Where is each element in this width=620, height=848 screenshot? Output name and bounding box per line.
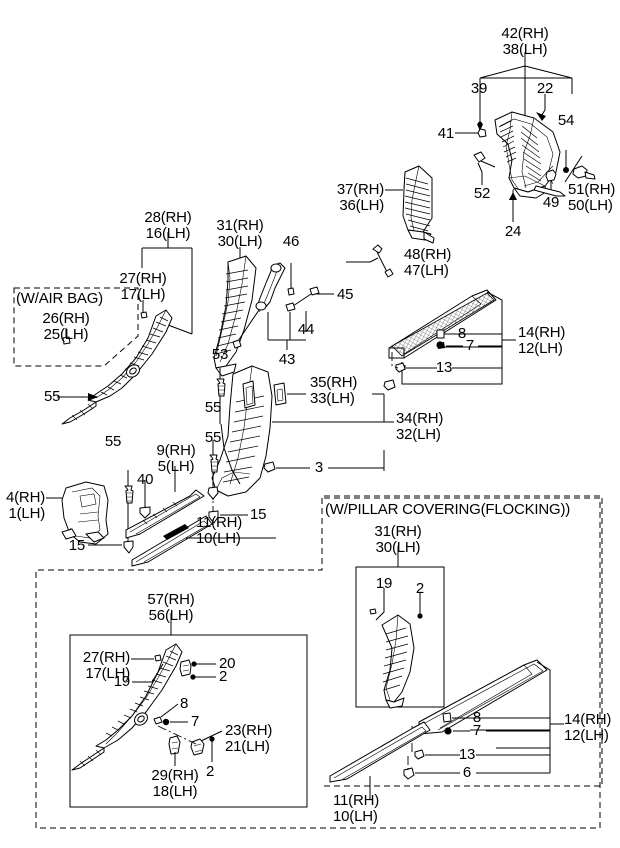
callout-35-33: 35(RH) 33(LH)	[310, 374, 358, 407]
assembly-42-38-leaders	[455, 52, 583, 222]
part-48-47-bolt	[346, 244, 394, 278]
callout-23-21: 23(RH) 21(LH)	[225, 722, 273, 755]
part-9-5-scuff-plate	[125, 466, 205, 539]
callout-2-b: 2	[206, 763, 215, 780]
callout-52: 52	[473, 185, 491, 202]
callout-8-bot: 8	[472, 709, 482, 726]
part-11-10-scuff-plate	[131, 515, 276, 567]
callout-22: 22	[536, 80, 554, 97]
note-air-bag: (W/AIR BAG)	[16, 290, 103, 307]
callout-2-a: 2	[219, 668, 228, 685]
part-34-32-pillar-trim-lower	[207, 365, 394, 524]
callout-11-10-bot: 11(RH) 10(LH)	[333, 792, 380, 825]
callout-9-5: 9(RH) 5(LH)	[156, 442, 196, 475]
callout-44: 44	[297, 321, 315, 338]
callout-34-32: 34(RH) 32(LH)	[396, 410, 444, 443]
part-14-12-scuff-plate	[383, 289, 516, 391]
callout-28-16: 28(RH) 16(LH)	[144, 209, 192, 242]
callout-13-bot: 13	[458, 746, 476, 763]
callout-55-d: 55	[204, 429, 222, 446]
callout-43: 43	[278, 351, 296, 368]
callout-20: 20	[219, 655, 236, 672]
callout-27-17-box: 27(RH) 17(LH)	[82, 649, 130, 682]
callout-27-17-top: 27(RH) 17(LH)	[119, 270, 167, 303]
callout-15-a: 15	[68, 537, 86, 554]
callout-19-box: 19	[113, 673, 131, 690]
callout-26-25: 26(RH) 25(LH)	[42, 310, 90, 343]
air-bag-note-box	[13, 287, 139, 367]
callout-7-top: 7	[465, 337, 475, 354]
callout-7-bot: 7	[472, 722, 482, 739]
callout-8-box: 8	[180, 695, 189, 712]
callout-6-bot: 6	[462, 764, 472, 781]
callout-45: 45	[337, 286, 354, 303]
left-region-dashed-border	[35, 497, 601, 829]
callout-41: 41	[437, 125, 455, 142]
callout-49: 49	[542, 194, 560, 211]
part-31-30-pillar-trim-upper	[213, 247, 334, 377]
callout-48-47: 48(RH) 47(LH)	[404, 246, 452, 279]
callout-37-36: 37(RH) 36(LH)	[336, 181, 384, 214]
callout-19-bot: 19	[375, 575, 393, 592]
callout-57-56: 57(RH) 56(LH)	[147, 591, 195, 624]
pillar-covering-note-box	[322, 495, 603, 787]
callout-14-12-top: 14(RH) 12(LH)	[518, 324, 566, 357]
callout-31-30-top: 31(RH) 30(LH)	[216, 217, 264, 250]
callout-55-b: 55	[104, 433, 122, 450]
callout-42-38: 42(RH) 38(LH)	[501, 25, 549, 58]
part-14-12-scuff-plate-lower	[403, 659, 564, 780]
callout-3: 3	[314, 459, 324, 476]
callout-14-12-bot: 14(RH) 12(LH)	[564, 711, 612, 744]
callout-8-top: 8	[457, 325, 467, 342]
part-4-1-cowl-trim	[46, 470, 151, 554]
callout-15-b: 15	[250, 506, 267, 523]
callout-55-c: 55	[204, 399, 222, 416]
callout-29-18: 29(RH) 18(LH)	[151, 767, 199, 800]
callout-51-50: 51(RH) 50(LH)	[568, 181, 616, 214]
callout-39: 39	[470, 80, 488, 97]
note-pillar-covering: (W/PILLAR COVERING(FLOCKING))	[325, 501, 571, 518]
callout-46: 46	[282, 233, 300, 250]
part-28-16-a-pillar-trim	[57, 232, 193, 425]
callout-55-a: 55	[44, 388, 61, 405]
callout-24: 24	[504, 223, 522, 240]
callout-40: 40	[137, 471, 154, 488]
callout-2-c: 2	[415, 580, 425, 597]
callout-53: 53	[211, 346, 229, 363]
detail-box-31-30	[355, 546, 445, 709]
part-37-36-pillar-trim	[385, 165, 435, 244]
part-11-10-scuff-plate-lower	[329, 721, 431, 800]
detail-box-57-56	[69, 613, 308, 808]
callout-4-1: 4(RH) 1(LH)	[6, 489, 45, 522]
fasteners-54-51-50-49	[545, 165, 596, 185]
part-42-38-pillar-trim	[494, 111, 566, 199]
callout-11-10-top: 11(RH) 10(LH)	[196, 514, 243, 547]
callout-31-30-bot: 31(RH) 30(LH)	[374, 523, 422, 556]
callout-54: 54	[557, 112, 575, 129]
callout-13-top: 13	[435, 359, 453, 376]
callout-7-box: 7	[191, 713, 200, 730]
